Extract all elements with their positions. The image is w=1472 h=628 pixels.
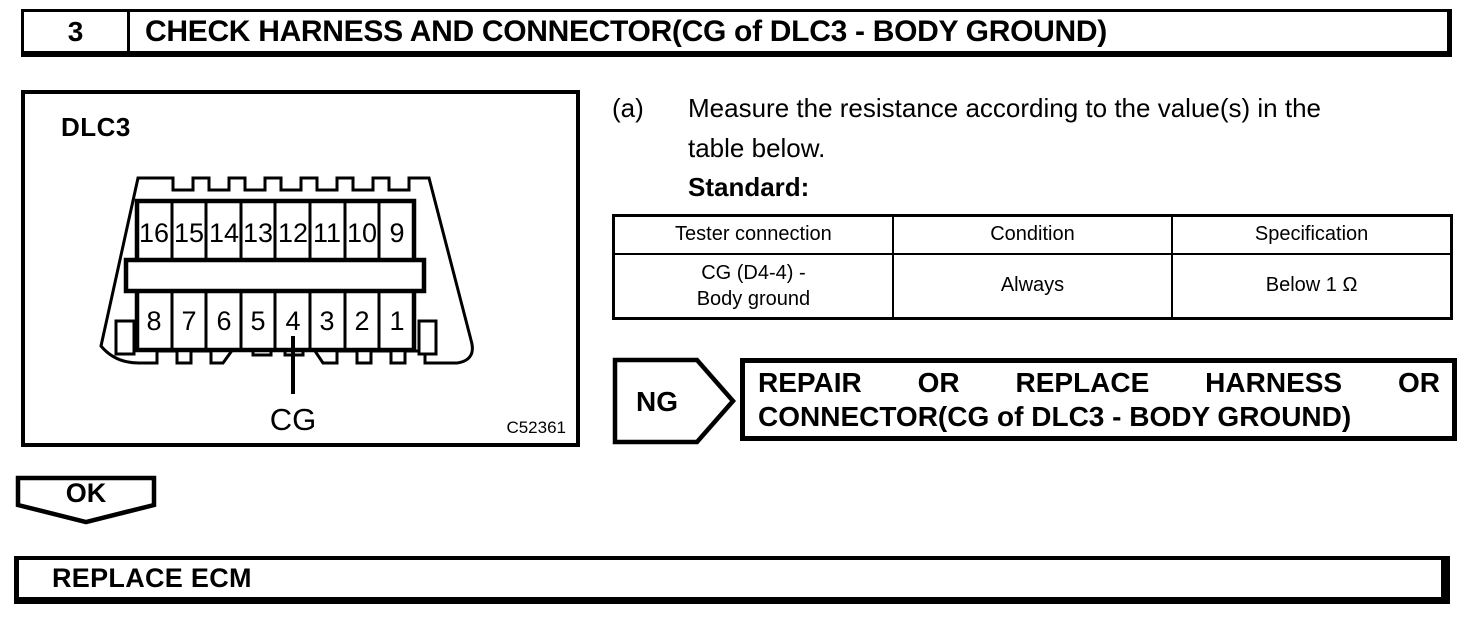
pin-number: 5 (250, 306, 265, 336)
bottom-pin-dividers (170, 290, 381, 350)
spec-table: Tester connection Condition Specificatio… (612, 214, 1453, 320)
pin-number: 14 (209, 218, 239, 248)
connector-key-bar (123, 257, 427, 294)
instruction-text-line-2: table below. (688, 133, 826, 163)
table-row: CG (D4-4) - Body ground Always Below 1 Ω (612, 252, 1453, 320)
step-number: 3 (24, 12, 130, 51)
pin-number: 15 (174, 218, 204, 248)
spec-cell-tester-connection: CG (D4-4) - Body ground (612, 252, 894, 320)
ng-label: NG (636, 386, 678, 417)
ng-action-box: REPAIR OR REPLACE HARNESS OR CONNECTOR(C… (740, 358, 1457, 441)
instruction-marker: (a) (612, 93, 644, 123)
step-title: CHECK HARNESS AND CONNECTOR(CG of DLC3 -… (145, 14, 1107, 48)
spec-table-header-row: Tester connection Condition Specificatio… (612, 214, 1453, 255)
figure-title: DLC3 (61, 112, 131, 142)
connector-figure-panel: 16 15 14 13 12 11 10 9 8 7 6 5 4 3 2 1 C… (21, 90, 580, 447)
step-header: 3 CHECK HARNESS AND CONNECTOR(CG of DLC3… (21, 9, 1452, 57)
tester-connection-line-1: CG (D4-4) - (701, 261, 806, 284)
top-pin-dividers (170, 201, 381, 264)
pin-number: 12 (278, 218, 308, 248)
pin-number: 9 (389, 218, 404, 248)
instruction-text-line-1: Measure the resistance according to the … (688, 93, 1322, 123)
replace-ecm-label: REPLACE ECM (52, 563, 252, 593)
spec-header-specification: Specification (1171, 214, 1453, 255)
pin-number: 11 (313, 218, 341, 248)
standard-label: Standard: (688, 172, 810, 202)
pin-number: 10 (347, 218, 377, 248)
pin-number: 7 (181, 306, 196, 336)
ng-arrow-shape (612, 357, 736, 445)
pin-number: 3 (319, 306, 334, 336)
pin-number: 2 (354, 306, 369, 336)
pin-number: 4 (285, 306, 300, 336)
ng-action-line-2: CONNECTOR(CG of DLC3 - BODY GROUND) (758, 401, 1352, 432)
ok-banner-shape (15, 475, 157, 525)
ng-action-line-1: REPAIR OR REPLACE HARNESS OR (758, 367, 1440, 398)
pin-number: 13 (243, 218, 273, 248)
spec-header-condition: Condition (891, 214, 1174, 255)
pin-number: 8 (146, 306, 161, 336)
ok-banner: OK (15, 475, 157, 525)
pin-number: 1 (389, 306, 404, 336)
cg-pin-label: CG (270, 402, 317, 437)
left-latch (114, 319, 136, 356)
ok-label: OK (66, 478, 107, 508)
pin-number: 16 (139, 218, 169, 248)
tester-connection-line-2: Body ground (696, 287, 811, 310)
spec-cell-condition: Always (891, 252, 1174, 320)
figure-code: C52361 (506, 418, 566, 437)
spec-cell-specification: Below 1 Ω (1171, 252, 1453, 320)
right-latch (417, 319, 438, 356)
replace-ecm-bar: REPLACE ECM (14, 556, 1450, 604)
ng-arrow: NG (612, 357, 736, 445)
pin-number: 6 (216, 306, 231, 336)
spec-header-tester-connection: Tester connection (612, 214, 894, 255)
connector-diagram: 16 15 14 13 12 11 10 9 8 7 6 5 4 3 2 1 C… (99, 176, 474, 437)
